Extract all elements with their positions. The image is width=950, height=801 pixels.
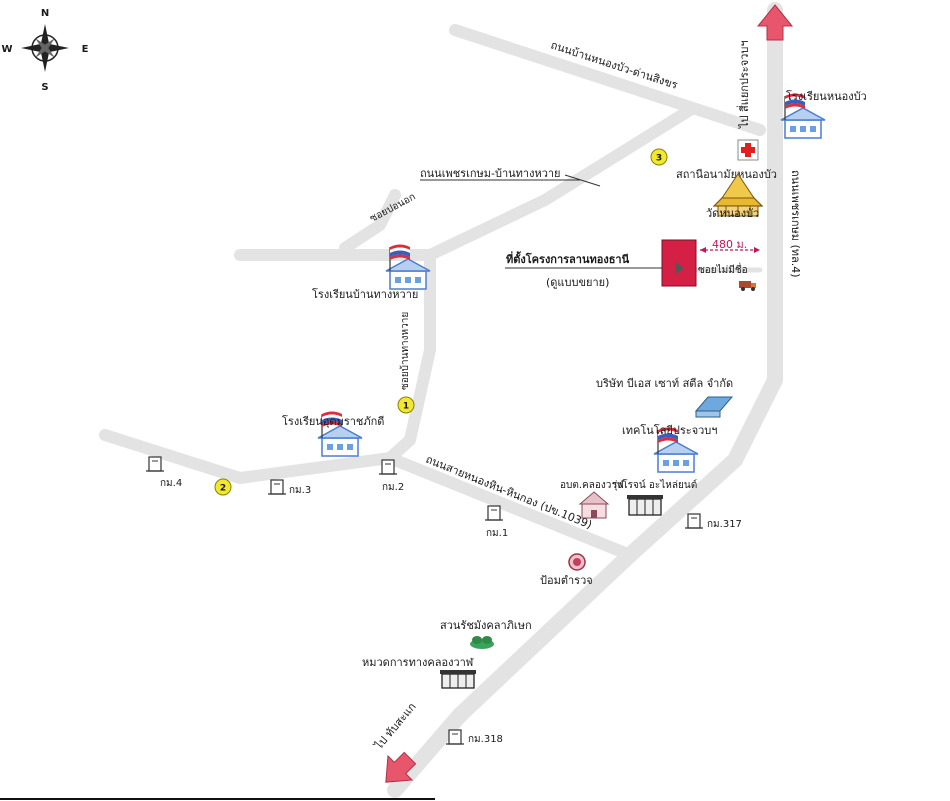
km-marker-label: กม.318: [468, 734, 503, 745]
hospital-icon: [737, 139, 759, 161]
project-arrow-icon: [676, 262, 684, 274]
road-label-to-north: ไป สี่แยกประจวบฯ: [736, 40, 751, 129]
soi-unnamed-label: ซอยไม่มีชื่อ: [698, 262, 748, 276]
road-phetkasem: [234, 104, 696, 261]
road-sai-nonghin: [99, 429, 636, 561]
compass-n: N: [41, 8, 49, 19]
garden-label: สวนรัชมังคลาภิเษก: [440, 619, 532, 632]
point-marker: 3: [650, 148, 668, 166]
km-marker-label: กม.3: [289, 485, 311, 496]
road-label-phetkasem-pointer: [564, 174, 601, 187]
compass-icon: N S E W: [1, 8, 88, 93]
shop-icon: [627, 495, 663, 516]
km-marker-icon: [267, 479, 287, 495]
road-label-to-south: ไป ทับสะแก: [372, 700, 419, 752]
point-marker-label: 2: [220, 484, 226, 494]
project-sub-label: (ดูแบบขยาย): [546, 276, 609, 289]
highway-unit-icon: [440, 670, 476, 689]
km-marker-icon: [684, 513, 704, 529]
tech-college-label: เทคโนโลยีประจวบฯ: [622, 423, 717, 437]
km-marker-label: กม.317: [707, 519, 742, 530]
factory-icon: [694, 396, 734, 418]
compass-s: S: [41, 82, 48, 93]
road-network: [99, 2, 783, 798]
km-marker-label: กม.4: [160, 478, 182, 489]
compass-w: W: [1, 44, 12, 55]
road-soi-thanghwai: [384, 249, 436, 464]
road-label-phetkasem: ถนนเพชรเกษม-บ้านทางหวาย: [420, 167, 561, 180]
sao-building-icon: [578, 491, 610, 519]
point-marker: 2: [214, 478, 232, 496]
project-label: ที่ตั้งโครงการลานทองธานี: [506, 251, 630, 266]
point-marker: 1: [397, 396, 415, 414]
project-site-marker: [661, 239, 697, 287]
road-label-highway4: ถนนเพชรเกษม (ทล.4): [789, 170, 802, 278]
distance-arrow-right-icon: [754, 247, 760, 253]
garden-icon: [470, 636, 494, 649]
arrow-north-icon: [756, 4, 794, 41]
point-marker-label: 1: [403, 402, 409, 412]
sao-label: อบต.คลองวาฬ: [560, 479, 625, 491]
school-nongbua-label: โรงเรียนหนองบัว: [786, 89, 867, 103]
road-nongbua: [449, 24, 766, 136]
road-soi-ponok: [339, 189, 401, 254]
road-label-sai-nonghin: ถนนสายหนองหิน-หินกอง (ปข.1039): [424, 453, 594, 532]
compass-e: E: [82, 44, 89, 55]
truck-icon: [739, 281, 756, 291]
arrow-south-icon: [385, 751, 417, 783]
highway-road: [387, 2, 783, 798]
road-label-soi-thanghwai: ซอยบ้านทางหวาย: [399, 312, 411, 390]
km-marker-icon: [145, 456, 165, 472]
km-marker-icon: [378, 459, 398, 475]
wat-nongbua-label: วัดหนองบัว: [706, 207, 759, 220]
km-marker-icon: [445, 729, 465, 745]
highway-unit-label: หมวดการทางคลองวาฬ: [362, 656, 474, 669]
km-marker-label: กม.1: [486, 528, 508, 539]
police-icon: [568, 553, 586, 571]
rungrot-label: รุ่งโรจน์ อะไหล่ยนต์: [612, 478, 697, 491]
distance-arrow-left-icon: [700, 247, 706, 253]
school-udom-label: โรงเรียนอุดมราชภักดี: [282, 414, 384, 428]
bs-south-steel-label: บริษัท บีเอส เซาท์ สตีล จำกัด: [596, 377, 733, 390]
school-thanghwai-label: โรงเรียนบ้านทางหวาย: [312, 287, 418, 301]
km-marker-icon: [484, 505, 504, 521]
police-box-label: ป้อมตำรวจ: [540, 574, 593, 587]
temple-icon: [712, 173, 764, 217]
km-marker-label: กม.2: [382, 482, 404, 493]
distance-label: 480 ม.: [712, 238, 747, 251]
point-marker-label: 3: [656, 154, 662, 164]
health-station-label: สถานีอนามัยหนองบัว: [676, 168, 777, 181]
